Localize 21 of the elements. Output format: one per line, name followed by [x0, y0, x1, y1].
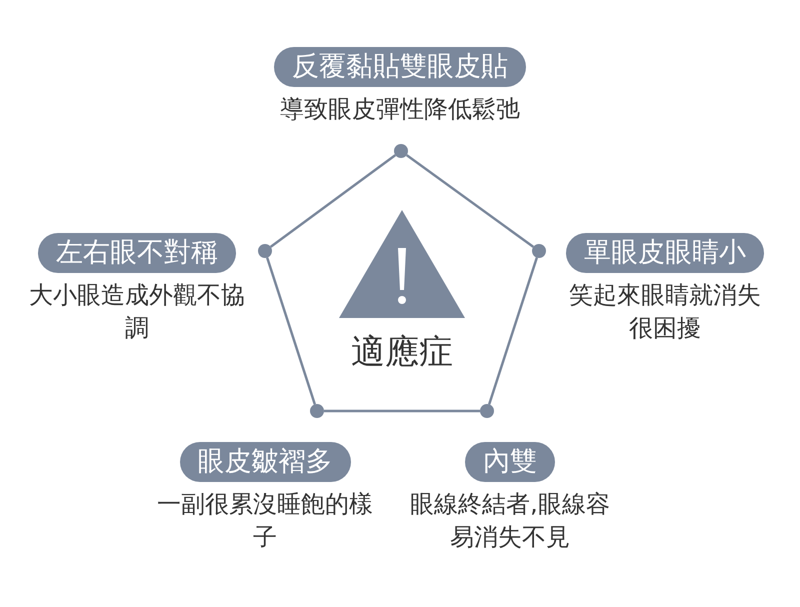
description-text: 笑起來眼睛就消失很困擾	[568, 280, 762, 344]
vertex-dot	[480, 404, 494, 418]
vertex-dot	[532, 244, 546, 258]
heading-pill: 單眼皮眼睛小	[566, 233, 764, 273]
pentagon-side	[266, 257, 316, 405]
heading-pill: 眼皮皺褶多	[180, 442, 350, 482]
vertex-dot	[310, 404, 324, 418]
heading-pill: 內雙	[465, 442, 555, 482]
pentagon-side	[324, 410, 480, 412]
vertex-dot	[394, 144, 408, 158]
heading-pill: 左右眼不對稱	[38, 233, 236, 273]
description-text: 一副很累沒睡飽的樣子	[156, 489, 374, 553]
vertex-dot	[258, 244, 272, 258]
center-label: 適應症	[302, 330, 502, 374]
description-text: 眼線終結者,眼線容易消失不見	[409, 489, 611, 553]
pentagon-side	[488, 257, 538, 405]
description-text: 導致眼皮彈性降低鬆弛	[280, 94, 520, 125]
pentagon-side	[406, 154, 534, 248]
heading-pill: 反覆黏貼雙眼皮貼	[274, 47, 526, 87]
description-text: 大小眼造成外觀不協調	[28, 280, 246, 344]
pentagon-side	[270, 154, 396, 248]
